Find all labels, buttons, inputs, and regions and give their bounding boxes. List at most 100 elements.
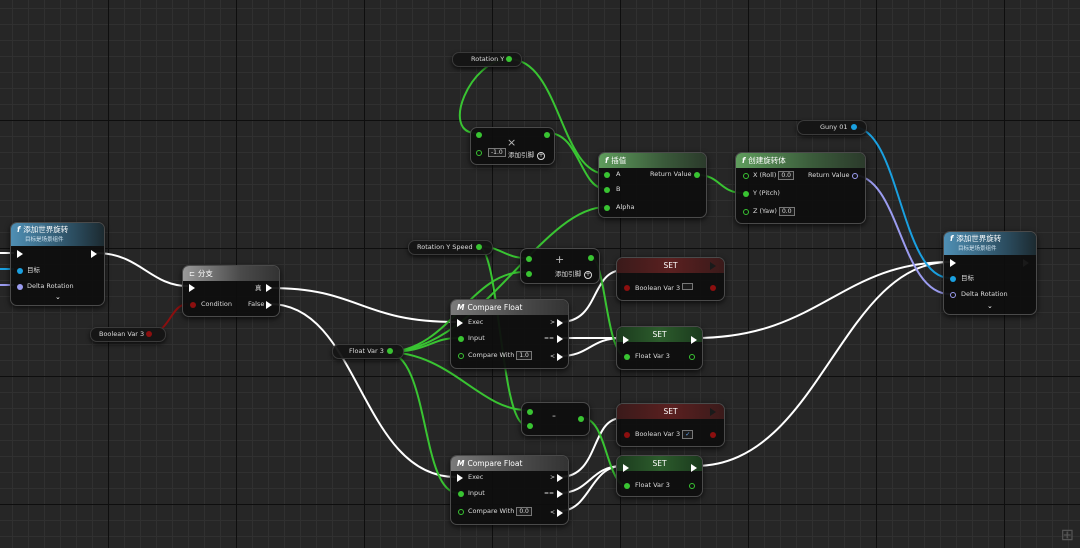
false-exec-pin[interactable] [266, 301, 272, 309]
b-pin[interactable] [604, 187, 610, 193]
node-title: SET [617, 258, 724, 273]
exec-out-pin[interactable] [91, 250, 97, 258]
exec-out-pin[interactable] [1023, 259, 1030, 267]
float-out-pin[interactable] [588, 255, 594, 261]
compare-with-value[interactable]: 0.0 [516, 507, 532, 516]
exec-out-pin[interactable] [691, 336, 697, 344]
rotation-y-getter[interactable]: Rotation Y [452, 52, 522, 67]
exec-in-pin[interactable] [17, 250, 23, 258]
x-roll-value[interactable]: 0.0 [778, 171, 794, 180]
chevron-down-icon[interactable]: ⌄ [987, 302, 993, 310]
boolean-var-getter[interactable]: Boolean Var 3 [90, 327, 166, 342]
exec-in-pin[interactable] [623, 336, 629, 344]
exec-in-pin[interactable] [189, 284, 195, 292]
multiply-node[interactable]: × -1.0 添加引脚+ [470, 127, 555, 165]
boolean-in-pin[interactable] [624, 285, 630, 291]
float-out-pin[interactable] [689, 483, 695, 489]
less-exec-pin[interactable] [557, 509, 563, 517]
float-in-pin-b[interactable] [527, 423, 533, 429]
float-out-pin[interactable] [476, 244, 482, 250]
function-icon: f [742, 156, 746, 165]
rotation-y-speed-getter[interactable]: Rotation Y Speed [408, 240, 493, 255]
checkbox[interactable] [682, 283, 694, 290]
boolean-in-pin[interactable] [624, 432, 630, 438]
target-pin[interactable] [950, 276, 956, 282]
add-pin-button[interactable]: 添加引脚+ [555, 270, 592, 279]
add-pin-label: 添加引脚 [555, 270, 581, 278]
z-yaw-pin[interactable] [743, 209, 749, 215]
exec-in-pin[interactable] [950, 259, 956, 267]
return-pin[interactable] [852, 173, 858, 179]
float-var-getter[interactable]: Float Var 3 [332, 344, 404, 359]
greater-exec-pin[interactable] [557, 474, 563, 482]
guny01-getter[interactable]: Guny 01 [797, 120, 867, 135]
condition-pin[interactable] [190, 302, 196, 308]
float-in-pin-a[interactable] [527, 409, 533, 415]
node-subtitle: 目标是场景组件 [25, 237, 64, 243]
less-exec-pin[interactable] [557, 353, 563, 361]
equal-exec-pin[interactable] [557, 335, 563, 343]
input-pin[interactable] [458, 336, 464, 342]
float-out-pin[interactable] [544, 132, 550, 138]
alpha-pin[interactable] [604, 205, 610, 211]
delta-rotation-pin[interactable] [950, 292, 956, 298]
value-box[interactable]: -1.0 [488, 148, 506, 157]
multiply-value[interactable]: -1.0 [486, 148, 506, 157]
true-exec-pin[interactable] [266, 284, 272, 292]
exec-out-pin[interactable] [691, 464, 697, 472]
set-float-node-bottom[interactable]: SET Float Var 3 [616, 455, 703, 497]
float-in-pin[interactable] [624, 483, 630, 489]
object-out-pin[interactable] [851, 124, 857, 130]
branch-node[interactable]: ⊏分支 真 Condition False [182, 265, 280, 317]
compare-with-pin[interactable] [458, 509, 464, 515]
set-float-node-top[interactable]: SET Float Var 3 [616, 326, 703, 370]
float-out-pin[interactable] [387, 348, 393, 354]
z-yaw-row: Z (Yaw)0.0 [753, 207, 795, 216]
float-out-pin[interactable] [578, 416, 584, 422]
boolean-out-pin[interactable] [146, 331, 152, 337]
y-pitch-pin[interactable] [743, 191, 749, 197]
exec-label: Exec [468, 473, 484, 481]
float-in-pin-b[interactable] [476, 150, 482, 156]
add-node[interactable]: + 添加引脚+ [520, 248, 600, 284]
compare-with-pin[interactable] [458, 353, 464, 359]
chevron-down-icon[interactable]: ⌄ [55, 293, 61, 301]
z-yaw-value[interactable]: 0.0 [778, 207, 795, 216]
greater-exec-pin[interactable] [557, 319, 563, 327]
equal-exec-pin[interactable] [557, 490, 563, 498]
check-icon[interactable]: ✓ [682, 430, 694, 439]
boolean-out-pin[interactable] [710, 432, 716, 438]
target-pin[interactable] [17, 268, 23, 274]
x-roll-pin[interactable] [743, 173, 749, 179]
boolean-out-pin[interactable] [710, 285, 716, 291]
compare-with-value[interactable]: 1.0 [516, 351, 532, 360]
set-boolean-node-top[interactable]: SET Boolean Var 3 [616, 257, 725, 301]
exec-in-pin[interactable] [457, 474, 463, 482]
float-in-pin-b[interactable] [526, 271, 532, 277]
set-boolean-node-bottom[interactable]: SET Boolean Var 3✓ [616, 403, 725, 447]
exec-wire [694, 261, 951, 467]
delta-rotation-pin[interactable] [17, 284, 23, 290]
exec-in-pin[interactable] [623, 464, 629, 472]
float-out-pin[interactable] [506, 56, 512, 62]
float-in-pin-a[interactable] [476, 132, 482, 138]
input-pin[interactable] [458, 491, 464, 497]
exec-out-pin[interactable] [710, 408, 717, 416]
exec-in-pin[interactable] [457, 319, 463, 327]
a-pin[interactable] [604, 172, 610, 178]
return-pin[interactable] [694, 172, 700, 178]
add-pin-button[interactable]: 添加引脚+ [508, 151, 545, 160]
exec-out-pin[interactable] [710, 262, 717, 270]
subtract-node[interactable]: - [521, 402, 590, 436]
float-out-pin[interactable] [689, 354, 695, 360]
float-in-pin[interactable] [624, 354, 630, 360]
float-in-pin-a[interactable] [526, 256, 532, 262]
